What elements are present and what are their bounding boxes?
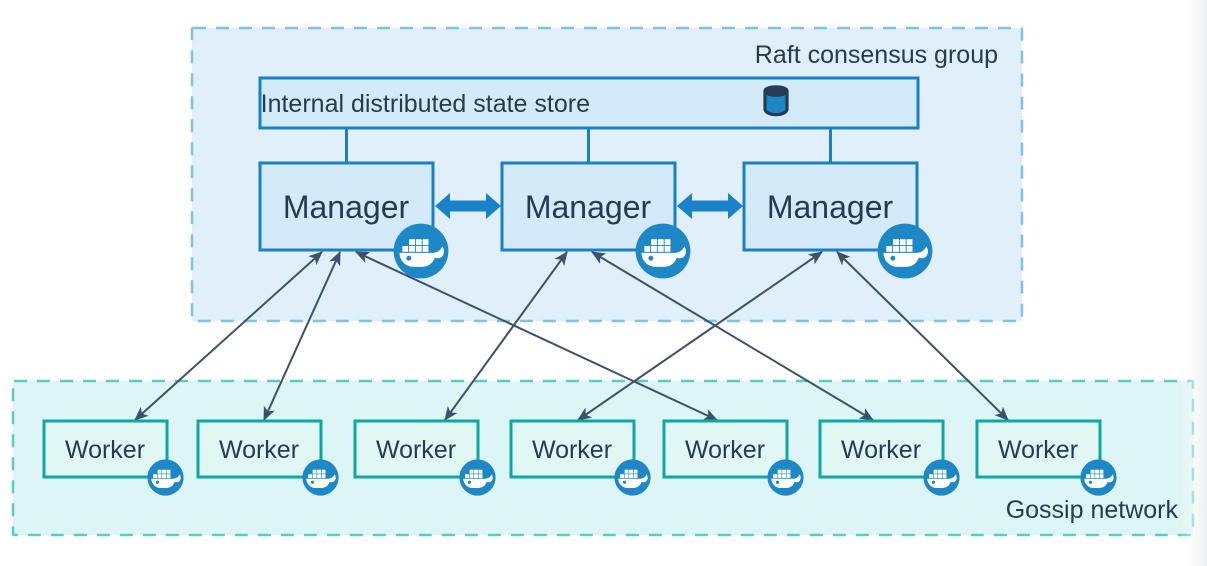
gossip-network-label: Gossip network <box>1006 496 1179 524</box>
raft-group-label: Raft consensus group <box>755 41 998 69</box>
worker-label: Worker <box>685 436 765 464</box>
docker-whale-icon <box>1080 459 1117 496</box>
docker-whale-icon <box>923 459 960 496</box>
manager-label: Manager <box>767 189 894 225</box>
worker-label: Worker <box>841 436 921 464</box>
worker-label: Worker <box>998 436 1078 464</box>
edge-manager2-worker3 <box>444 251 568 421</box>
manager-label: Manager <box>283 189 410 225</box>
state-store-box <box>258 76 920 130</box>
state-store-connectors <box>345 128 832 163</box>
manager-node-1: Manager <box>258 161 435 252</box>
worker-box <box>42 419 169 479</box>
worker-label: Worker <box>532 436 612 464</box>
worker-box <box>975 419 1102 479</box>
worker-node-3: Worker <box>353 419 480 479</box>
docker-whale-icon <box>302 459 339 496</box>
worker-label: Worker <box>65 436 145 464</box>
worker-box <box>818 419 945 479</box>
docker-whale-icon <box>635 223 691 279</box>
worker-box <box>509 419 636 479</box>
worker-node-5: Worker <box>662 419 789 479</box>
docker-whale-icon <box>147 459 184 496</box>
manager-box <box>258 161 435 252</box>
edge-manager3-worker7 <box>836 251 1009 421</box>
worker-box <box>353 419 480 479</box>
page-edge-shade <box>1179 0 1207 566</box>
docker-whale-icon <box>393 223 449 279</box>
docker-whale-icon <box>877 223 933 279</box>
docker-whale-icon <box>459 459 496 496</box>
worker-label: Worker <box>376 436 456 464</box>
database-icon <box>763 85 789 117</box>
edge-manager3-worker4 <box>577 251 823 421</box>
edge-manager1-worker2 <box>263 251 341 421</box>
worker-node-2: Worker <box>196 419 323 479</box>
manager-peer-arrows <box>435 193 743 219</box>
manager-peer-arrow <box>435 193 501 219</box>
manager-label: Manager <box>525 189 652 225</box>
worker-node-7: Worker <box>975 419 1102 479</box>
state-store-label: Internal distributed state store <box>261 90 590 118</box>
worker-label: Worker <box>219 436 299 464</box>
worker-node-4: Worker <box>509 419 636 479</box>
worker-box <box>662 419 789 479</box>
worker-node-1: Worker <box>42 419 169 479</box>
docker-whale-icon <box>767 459 804 496</box>
manager-peer-arrow <box>677 193 743 219</box>
worker-box <box>196 419 323 479</box>
state-store-node: Internal distributed state store <box>258 76 920 130</box>
docker-whale-icon <box>614 459 651 496</box>
worker-node-6: Worker <box>818 419 945 479</box>
manager-worker-edges <box>134 251 1009 421</box>
